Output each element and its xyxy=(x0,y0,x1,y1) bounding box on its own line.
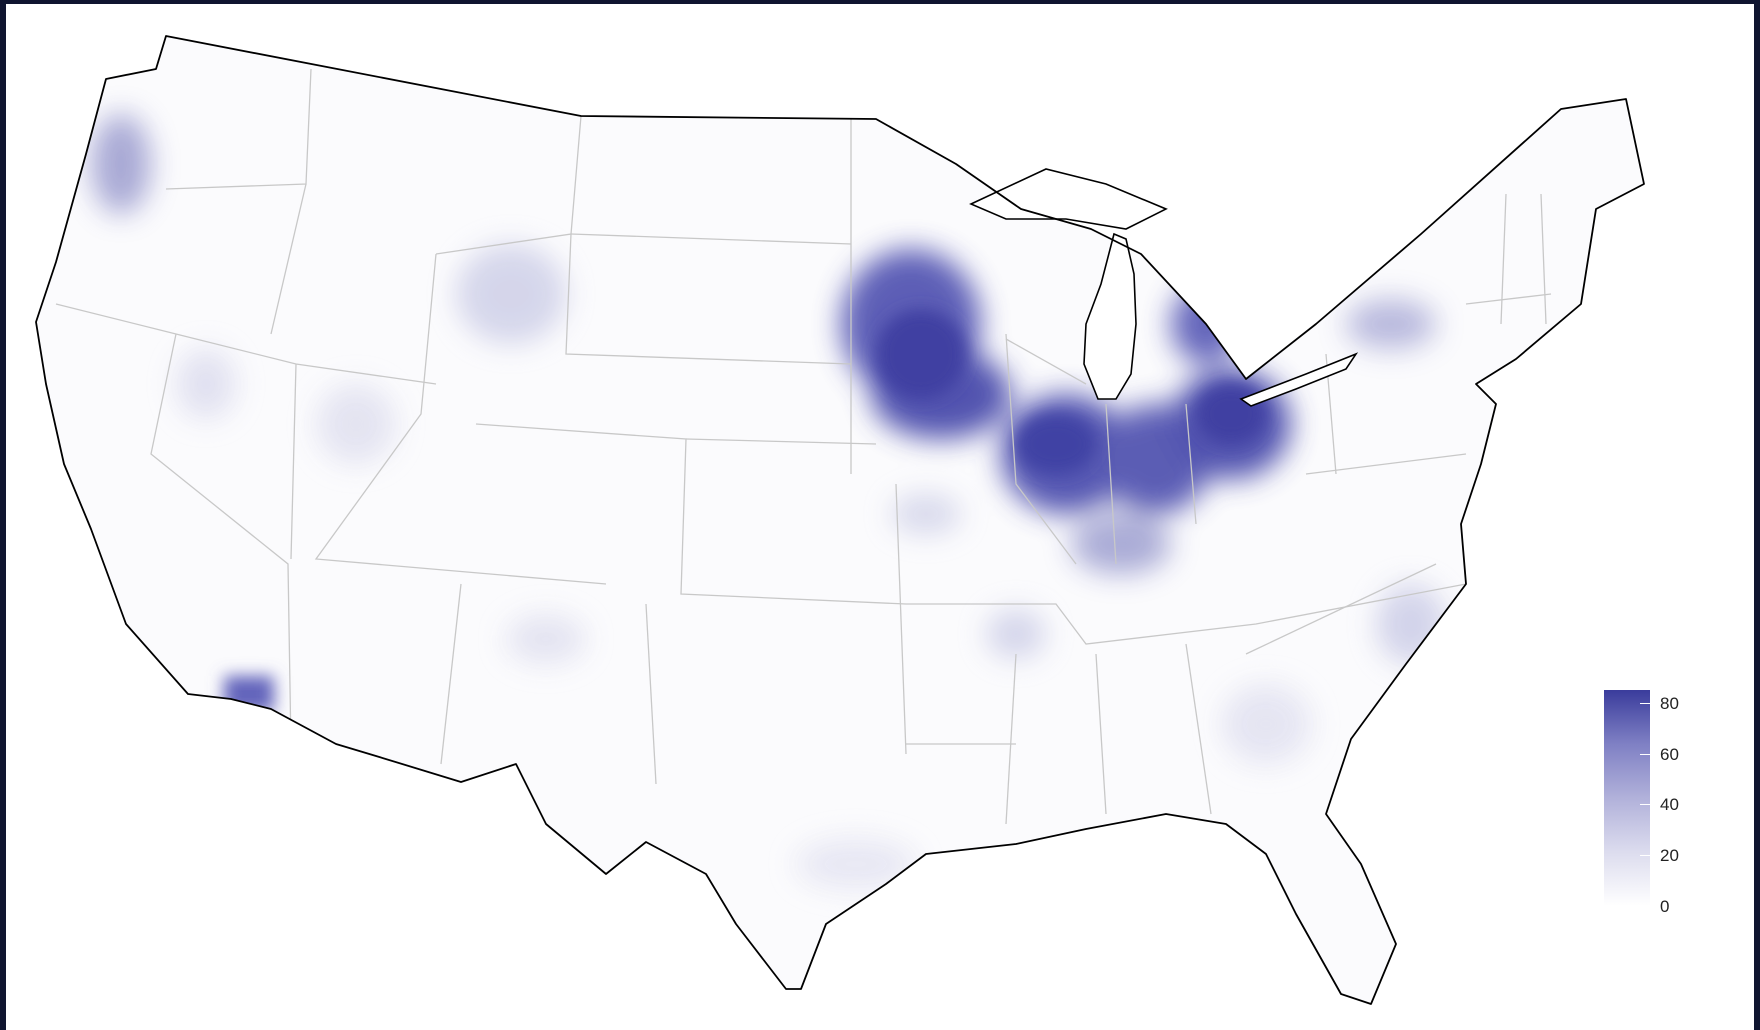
legend-tick-mark xyxy=(1640,753,1650,755)
hotspot-georgia xyxy=(1221,684,1311,764)
legend-tick-label: 0 xyxy=(1660,897,1670,916)
hotspot-nevada-north xyxy=(316,384,396,464)
legend-color-bar xyxy=(1604,690,1650,906)
hotspot-new-mexico xyxy=(506,614,586,664)
color-legend: 80 60 40 20 0 xyxy=(1604,686,1724,926)
us-landmass xyxy=(36,36,1644,1004)
us-county-choropleth-map xyxy=(35,35,1645,1005)
lake-erie xyxy=(1239,352,1359,407)
us-outline xyxy=(35,35,1645,1005)
state-borders xyxy=(55,68,1552,825)
legend-tick-mark xyxy=(1640,702,1650,704)
legend-tick-mark xyxy=(1640,804,1650,806)
legend-tick-label: 40 xyxy=(1660,795,1679,815)
hotspot-iowa-dark xyxy=(876,309,966,399)
hotspot-texas-coast xyxy=(796,839,916,889)
legend-tick-mark xyxy=(1640,906,1650,907)
hotspot-idaho xyxy=(176,349,236,419)
lake-michigan xyxy=(1083,232,1137,400)
legend-tick-label: 20 xyxy=(1660,846,1679,866)
hotspot-missouri xyxy=(891,494,961,534)
hotspot-arkansas xyxy=(986,609,1046,659)
hotspot-montana-wyoming xyxy=(456,244,566,344)
hotspot-kentucky-north xyxy=(1071,514,1171,574)
lake-superior xyxy=(969,168,1168,230)
hotspot-los-angeles xyxy=(224,676,274,712)
hotspot-illinois-dark xyxy=(1016,414,1096,474)
great-lakes xyxy=(969,168,1359,407)
legend-tick-mark xyxy=(1640,855,1650,857)
legend-tick-label: 60 xyxy=(1660,744,1679,764)
hotspot-new-york-west xyxy=(1346,299,1436,349)
hotspot-western-washington xyxy=(91,114,151,214)
map-frame: 80 60 40 20 0 xyxy=(6,4,1754,1030)
legend-tick-label: 80 xyxy=(1660,693,1679,713)
